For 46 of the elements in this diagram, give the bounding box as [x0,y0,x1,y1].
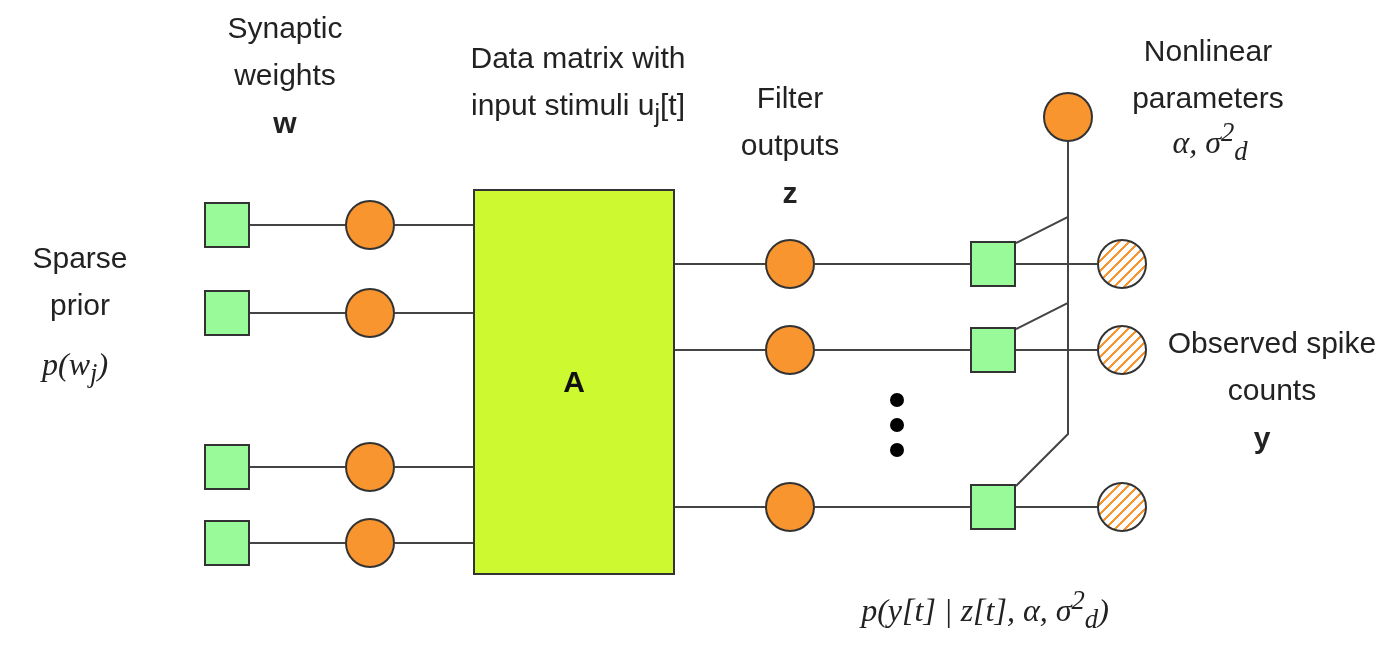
connector-line [1015,263,1098,265]
connector-line [1015,141,1069,487]
factor-square [970,484,1016,530]
connector-line [814,349,971,351]
connector-line [1015,349,1098,351]
connector-line [674,349,766,351]
variable-circle [345,518,395,568]
connector-line [814,506,971,508]
variable-circle [345,288,395,338]
group-label: Data matrix with input stimuli u$_{j}$[t] [469,40,687,129]
observed-circle [1097,239,1147,289]
connector-line [249,312,346,314]
connector-line [249,224,346,226]
observed-circle [1097,325,1147,375]
variable-circle [345,200,395,250]
connector-line [394,312,474,314]
factor-square [204,202,250,248]
variable-circle [765,239,815,289]
formula: p(y[t] | z[t], α, σ$^{2}$$_{d}$) [858,584,1110,637]
variable-circle [345,442,395,492]
connector-line [249,466,346,468]
group-label: Nonlinear parameters [1131,33,1285,116]
connector-line [814,263,971,265]
variable-symbol: z [781,175,799,211]
matrix-box [473,189,675,575]
factor-square [204,290,250,336]
variable-symbol: y [1252,420,1272,456]
factor-square [204,444,250,490]
connector-line [249,542,346,544]
variable-symbol: w [272,105,298,141]
observed-circle [1097,482,1147,532]
factor-square [970,327,1016,373]
connector-line [674,506,766,508]
matrix-label: A [563,365,585,399]
connector-line [1015,506,1098,508]
connector-line [394,466,474,468]
connector-line [394,224,474,226]
factor-square [970,241,1016,287]
variable-circle [765,482,815,532]
connector-line [674,263,766,265]
variable-circle [1043,92,1093,142]
variable-circle [765,325,815,375]
factor-square [204,520,250,566]
group-label: Sparse prior [31,240,129,323]
connector-line [394,542,474,544]
formula: p(w$_{j}$) [39,345,110,391]
